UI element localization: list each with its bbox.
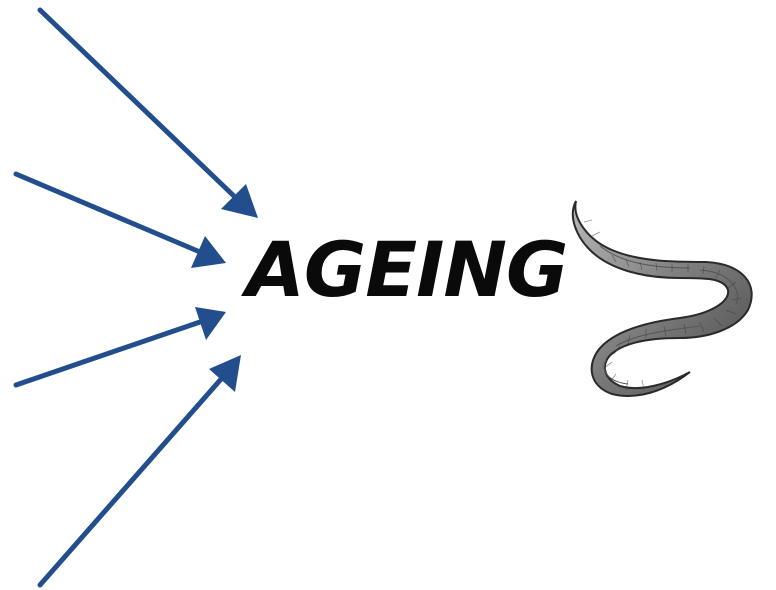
ageing-label: AGEING <box>246 232 567 308</box>
worm-icon <box>573 201 752 396</box>
arrow-1 <box>40 10 258 218</box>
arrow-2 <box>16 174 226 268</box>
arrow-3 <box>16 307 226 385</box>
arrow-4 <box>40 355 241 585</box>
